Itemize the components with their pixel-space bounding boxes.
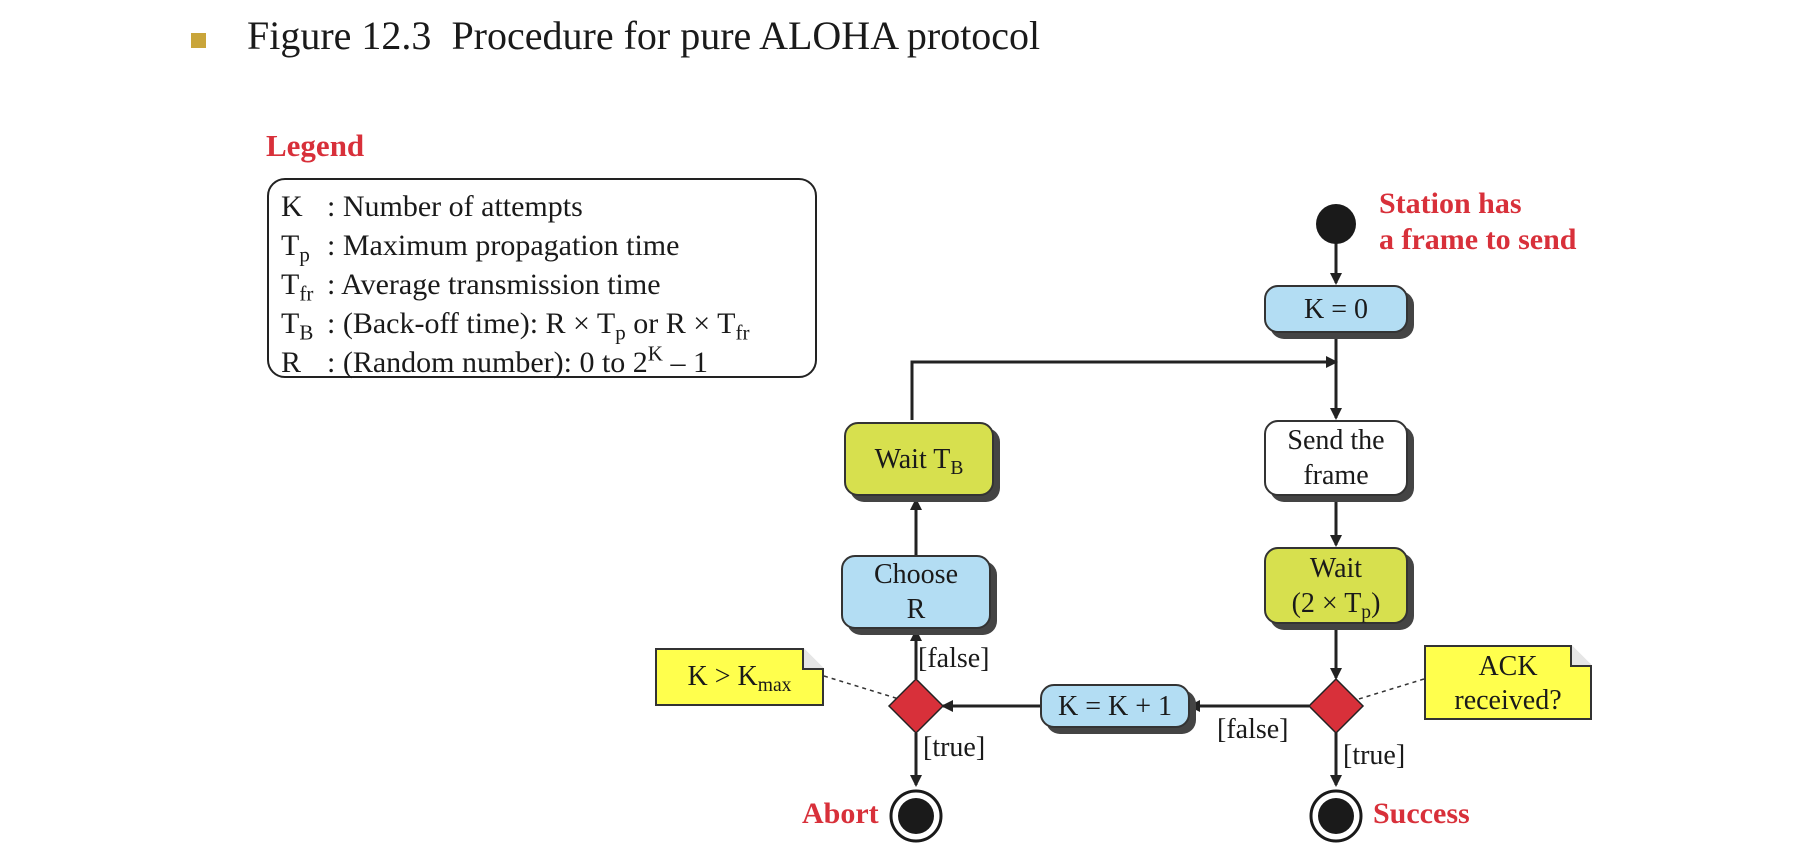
- legend-box: K : Number of attempts Tp : Maximum propag…: [267, 178, 817, 379]
- figure-title: Figure 12.3 Procedure for pure ALOHA prot…: [247, 12, 1040, 59]
- node-increment-k: K = K + 1: [1040, 684, 1190, 728]
- node-k-zero: K = 0: [1264, 285, 1408, 333]
- start-node: [1316, 204, 1356, 244]
- legend-row-tb: TB : (Back-off time): R × Tp or R × Tfr: [281, 304, 803, 343]
- success-label: Success: [1373, 797, 1470, 830]
- legend-symbol: R: [281, 346, 302, 379]
- edge-waittb-loop-to-send: [910, 356, 1338, 420]
- figure-caption: Procedure for pure ALOHA protocol: [451, 13, 1041, 58]
- guard-false-ack: [false]: [1217, 714, 1289, 745]
- abort-node: [898, 798, 934, 834]
- guard-true-kmax: [true]: [923, 732, 986, 763]
- abort-label: Abort: [802, 797, 879, 830]
- node-wait-2tp: Wait(2 × Tp): [1264, 547, 1408, 624]
- bullet-icon: [191, 33, 206, 48]
- legend-symbol: TB: [281, 307, 314, 345]
- note-fold-icon: [1570, 645, 1592, 667]
- note-k-max: K > Kmax: [655, 648, 824, 706]
- legend-symbol: Tfr: [281, 268, 314, 306]
- node-wait-tb: Wait TB: [844, 422, 994, 496]
- legend-text: : (Back-off time): R × Tp or R × Tfr: [327, 307, 750, 345]
- guard-true-ack: [true]: [1343, 740, 1406, 771]
- success-node: [1318, 798, 1354, 834]
- legend-row-tfr: Tfr : Average transmission time: [281, 265, 803, 304]
- decision-ack: [1307, 677, 1365, 735]
- guard-false-kmax: [false]: [918, 643, 990, 674]
- start-label: Station has a frame to send: [1379, 187, 1577, 256]
- legend-symbol: K: [281, 190, 303, 223]
- legend-text: : Maximum propagation time: [327, 229, 680, 262]
- legend-row-k: K : Number of attempts: [281, 187, 803, 226]
- decision-kmax: [887, 677, 945, 735]
- legend-row-tp: Tp : Maximum propagation time: [281, 226, 803, 265]
- legend-title: Legend: [266, 128, 365, 163]
- legend-symbol: Tp: [281, 229, 310, 267]
- legend-row-r: R : (Random number): 0 to 2K – 1: [281, 343, 803, 382]
- figure-number: Figure 12.3: [247, 13, 432, 58]
- legend-text: : (Random number): 0 to 2K – 1: [327, 341, 708, 379]
- legend-text: : Average transmission time: [327, 268, 661, 301]
- note-fold-icon: [802, 648, 824, 670]
- legend-text: : Number of attempts: [327, 190, 583, 223]
